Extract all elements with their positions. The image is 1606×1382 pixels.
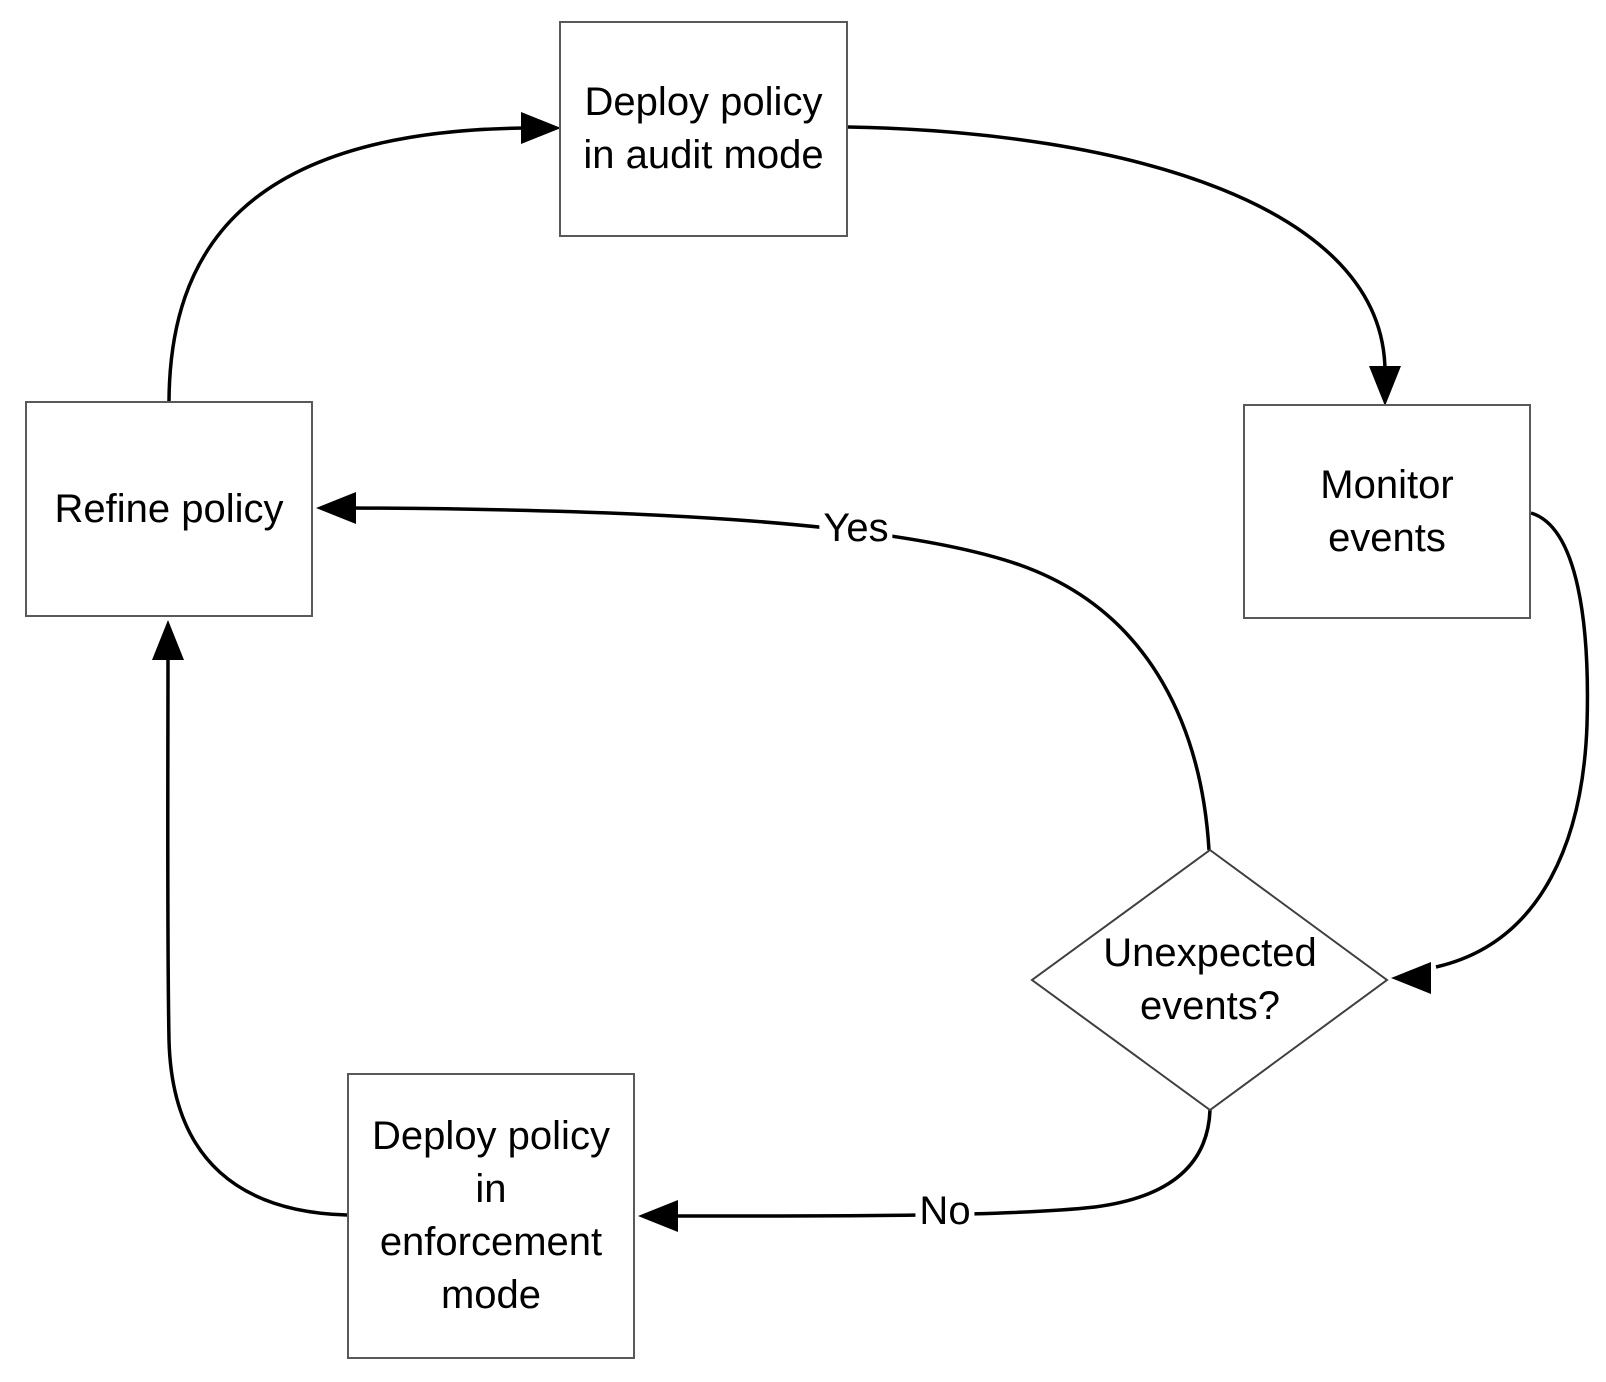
decision-label-unexpected-events: Unexpected events? bbox=[1103, 931, 1317, 1028]
arrowhead-into-refine-bottom-icon bbox=[152, 620, 184, 660]
edge-audit-to-monitor bbox=[847, 125, 1387, 373]
edge-decision-no-to-enforcement bbox=[671, 1109, 1212, 1218]
edge-refine-to-audit bbox=[167, 126, 529, 402]
arrowhead-into-decision-icon bbox=[1391, 962, 1431, 994]
decision-unexpected-events: Unexpected events? bbox=[1060, 918, 1360, 1042]
arrowhead-into-enforcement-icon bbox=[638, 1200, 678, 1232]
node-monitor-events: Monitor events bbox=[1243, 404, 1531, 619]
edge-enforcement-to-refine bbox=[166, 653, 348, 1217]
node-deploy-policy-enforcement-mode: Deploy policy in enforcement mode bbox=[347, 1073, 635, 1359]
arrowhead-into-monitor-icon bbox=[1369, 366, 1401, 406]
edge-decision-yes-to-refine bbox=[349, 506, 1211, 851]
node-label-refine-policy: Refine policy bbox=[54, 486, 284, 531]
arrowhead-into-audit-icon bbox=[521, 112, 561, 144]
node-label-deploy-enforcement: Deploy policy in enforcement mode bbox=[372, 1114, 610, 1317]
edge-label-yes: Yes bbox=[819, 506, 893, 550]
edge-monitor-to-decision bbox=[1435, 511, 1590, 969]
node-deploy-policy-audit-mode: Deploy policy in audit mode bbox=[559, 21, 848, 237]
node-refine-policy: Refine policy bbox=[25, 401, 313, 617]
decision-diamond-shape bbox=[1030, 848, 1389, 1112]
edge-label-no: No bbox=[915, 1189, 975, 1233]
node-label-monitor-events: Monitor events bbox=[1320, 462, 1454, 560]
node-label-deploy-audit: Deploy policy in audit mode bbox=[583, 80, 824, 177]
arrowhead-into-refine-right-icon bbox=[316, 492, 356, 524]
